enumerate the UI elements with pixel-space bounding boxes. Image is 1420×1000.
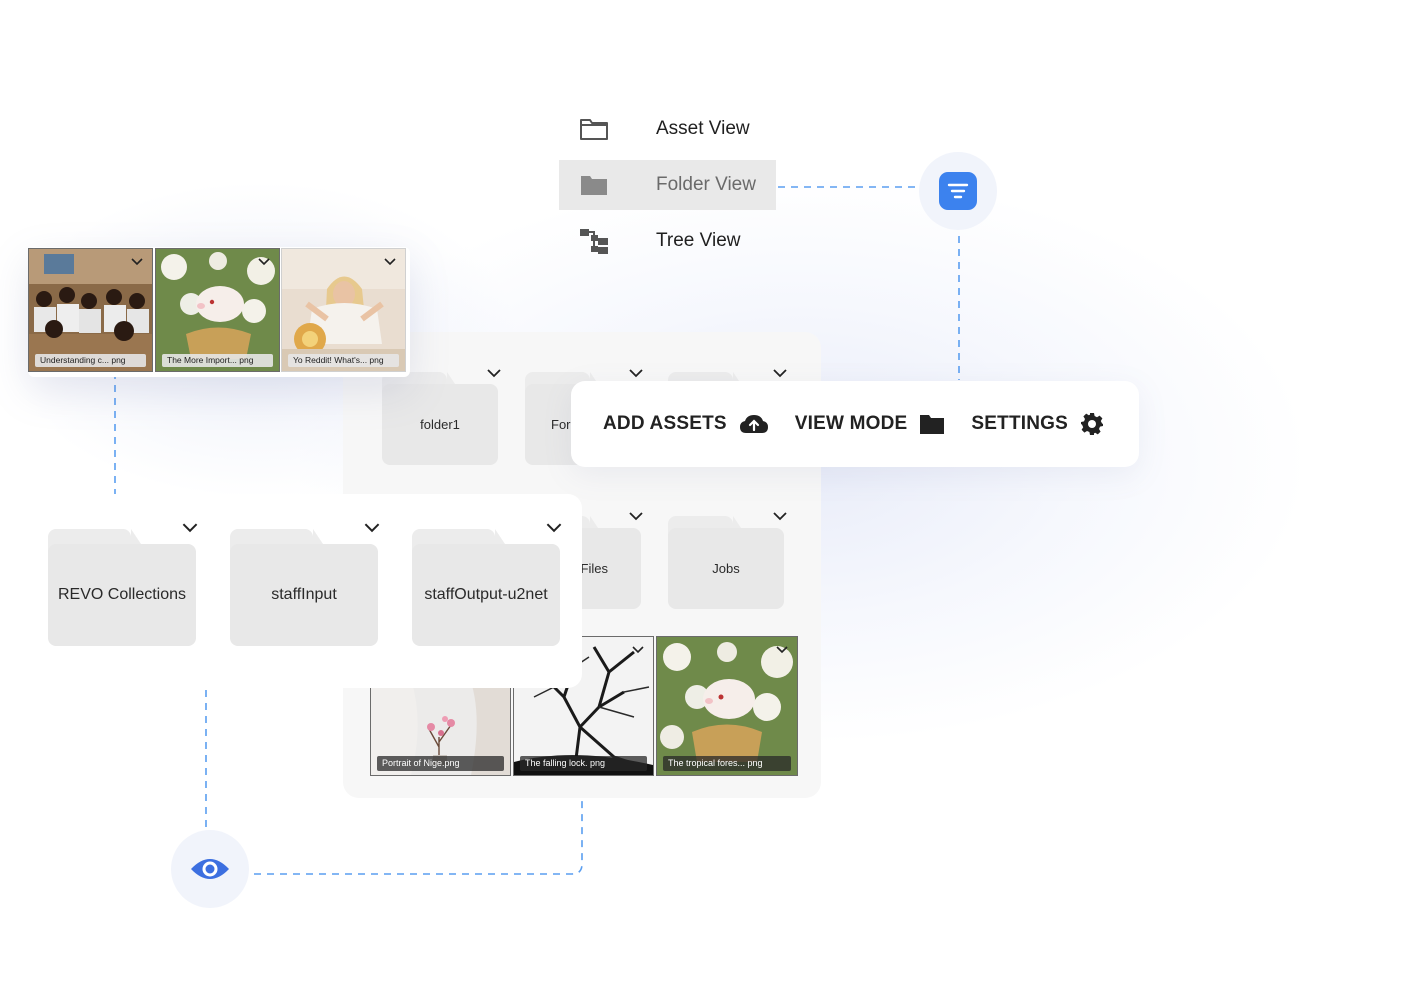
thumbnail-caption: Yo Reddit! What's... png — [288, 354, 399, 367]
add-assets-button[interactable]: ADD ASSETS — [603, 413, 769, 435]
filter-icon — [939, 172, 977, 210]
settings-label: SETTINGS — [971, 413, 1069, 434]
view-mode-label: VIEW MODE — [794, 413, 908, 434]
toolbar: ADD ASSETS VIEW MODE SETTINGS — [571, 381, 1139, 467]
folder-label: staffOutput-u2net — [424, 586, 548, 603]
view-item-label: Asset View — [656, 118, 750, 139]
chevron-down-icon[interactable] — [383, 257, 397, 266]
gear-icon — [1081, 413, 1104, 435]
filter-button[interactable] — [919, 152, 997, 230]
thumbnail-caption: The More Import... png — [162, 354, 273, 367]
folder-item[interactable]: staffOutput-u2net — [412, 529, 560, 646]
preview-button[interactable] — [171, 830, 249, 908]
tree-icon — [579, 228, 609, 254]
chevron-down-icon[interactable] — [628, 511, 644, 521]
chevron-down-icon[interactable] — [363, 522, 381, 533]
asset-thumbnail[interactable]: The More Import... png — [155, 248, 280, 372]
cloud-upload-icon — [739, 415, 768, 433]
folder-label: Files — [580, 561, 608, 576]
add-assets-label: ADD ASSETS — [603, 413, 727, 434]
chevron-down-icon[interactable] — [486, 368, 502, 378]
folder-item[interactable]: folder1 — [382, 372, 498, 465]
hedgehog-image — [657, 637, 797, 775]
asset-thumbnail[interactable]: The tropical fores... png — [656, 636, 798, 776]
chevron-down-icon[interactable] — [130, 257, 144, 266]
view-mode-button[interactable]: VIEW MODE — [795, 413, 946, 435]
folder-label: folder1 — [420, 417, 460, 432]
chevron-down-icon[interactable] — [181, 522, 199, 533]
view-item-folder-view[interactable]: Folder View — [559, 160, 776, 210]
folder-item[interactable]: staffInput — [230, 529, 378, 646]
chevron-down-icon[interactable] — [772, 511, 788, 521]
folder-label: Jobs — [712, 561, 740, 576]
chevron-down-icon[interactable] — [257, 257, 271, 266]
view-item-label: Tree View — [656, 230, 741, 251]
view-item-label: Folder View — [656, 174, 756, 195]
settings-button[interactable]: SETTINGS — [971, 412, 1104, 436]
hedgehog-image — [156, 249, 279, 371]
view-item-asset-view[interactable]: Asset View — [559, 104, 776, 154]
eye-icon — [191, 859, 229, 879]
chevron-down-icon[interactable] — [545, 522, 563, 533]
folder-label: staffInput — [271, 586, 337, 603]
thumbnail-caption: The tropical fores... png — [663, 756, 791, 771]
thumbnail-caption: The falling lock. png — [520, 756, 647, 771]
chevron-down-icon[interactable] — [628, 368, 644, 378]
classroom-image — [29, 249, 152, 371]
folder-icon — [920, 415, 945, 434]
chevron-down-icon[interactable] — [772, 368, 788, 378]
folder-filled-icon — [579, 172, 609, 198]
view-item-tree-view[interactable]: Tree View — [559, 216, 776, 266]
asset-thumbnail[interactable]: Yo Reddit! What's... png — [281, 248, 406, 372]
folder-outline-icon — [579, 116, 609, 142]
folder-item[interactable]: Jobs — [668, 516, 784, 609]
asset-thumbnail[interactable]: Understanding c... png — [28, 248, 153, 372]
chevron-down-icon[interactable] — [775, 645, 789, 654]
thumbnail-caption: Portrait of Nige.png — [377, 756, 504, 771]
woman-portrait-image — [282, 249, 405, 371]
view-menu: Asset View Folder View Tree View — [559, 104, 776, 272]
folder-label: For — [551, 417, 571, 432]
folder-label: REVO Collections — [57, 586, 187, 603]
chevron-down-icon[interactable] — [631, 645, 645, 654]
folder-item[interactable]: REVO Collections — [48, 529, 196, 646]
thumbnail-caption: Understanding c... png — [35, 354, 146, 367]
